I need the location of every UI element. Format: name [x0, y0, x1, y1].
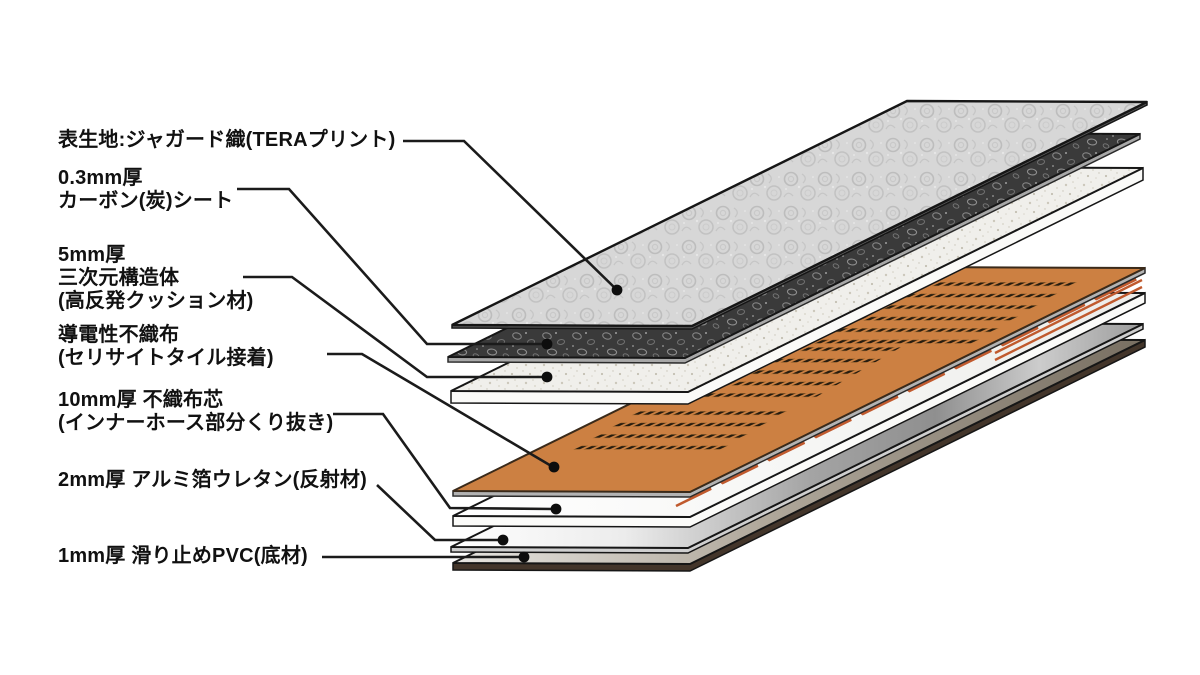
label-three-d-structure: 5mm厚 三次元構造体 (高反発クッション材)	[58, 244, 254, 313]
callout-dot	[550, 503, 562, 515]
callout-dot	[518, 551, 530, 563]
label-line: 導電性不織布	[58, 324, 180, 346]
callout-dot	[497, 534, 509, 546]
callout-dot	[541, 338, 553, 350]
label-carbon-sheet: 0.3mm厚 カーボン(炭)シート	[58, 167, 233, 213]
callout-dot	[611, 284, 623, 296]
callout-dot	[541, 371, 553, 383]
label-line: 表生地:ジャガード織(TERAプリント)	[58, 129, 396, 151]
label-line: 1mm厚 滑り止めPVC(底材)	[58, 545, 308, 567]
label-line: (インナーホース部分くり抜き)	[58, 412, 334, 434]
label-line: 三次元構造体	[58, 267, 180, 289]
label-line: 5mm厚	[58, 244, 126, 266]
jacquard-fabric-layer	[451, 99, 1148, 330]
leader-lines	[237, 139, 618, 559]
label-line: (高反発クッション材)	[58, 290, 254, 312]
label-line: 0.3mm厚	[58, 167, 143, 189]
callout-dots	[497, 284, 623, 563]
label-line: 10mm厚 不織布芯	[58, 389, 224, 411]
label-pvc-base: 1mm厚 滑り止めPVC(底材)	[58, 545, 308, 568]
label-surface-fabric: 表生地:ジャガード織(TERAプリント)	[58, 129, 395, 152]
sericite-tiles	[566, 278, 1085, 453]
leader-alu-foil-urethane	[376, 484, 501, 542]
label-nonwoven-core: 10mm厚 不織布芯 (インナーホース部分くり抜き)	[58, 389, 333, 435]
leader-nonwoven-core	[333, 412, 555, 511]
label-alu-foil-urethane: 2mm厚 アルミ箔ウレタン(反射材)	[58, 469, 367, 492]
label-line: 2mm厚 アルミ箔ウレタン(反射材)	[58, 469, 367, 491]
label-line: カーボン(炭)シート	[58, 190, 234, 212]
label-line: (セリサイトタイル接着)	[58, 347, 274, 369]
conductive-sheet-layer	[452, 265, 1146, 498]
leader-conductive-nonwoven	[327, 352, 554, 469]
label-conductive-nonwoven: 導電性不織布 (セリサイトタイル接着)	[58, 324, 274, 370]
leader-carbon-sheet	[237, 187, 545, 346]
callout-dot	[548, 461, 560, 473]
leader-three-d-structure	[243, 275, 545, 379]
leader-surface-fabric	[403, 139, 618, 291]
